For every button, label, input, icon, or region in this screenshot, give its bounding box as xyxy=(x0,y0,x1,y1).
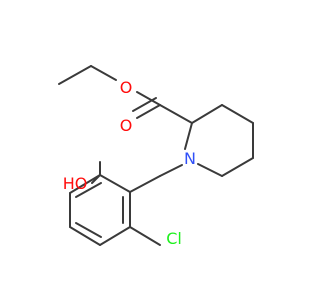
atom-label-ring-nitrogen: N xyxy=(184,149,196,168)
bond-c-cl xyxy=(129,226,161,246)
bond-benzene-1-2 xyxy=(99,174,131,193)
atom-label-hydroxyl: HO xyxy=(63,174,88,193)
bond-carbonyl-double-b xyxy=(132,97,157,112)
bond-ch2-ring xyxy=(129,175,161,193)
atom-label-carbonyl-oxygen: O xyxy=(120,116,133,135)
bond-ring-c6-n xyxy=(197,163,223,177)
bond-benzene-2-3 xyxy=(69,174,101,194)
bond-ring-c3-c4 xyxy=(221,104,254,124)
chemical-structure-diagram: O O N HO Cl xyxy=(58,65,254,248)
bond-ring-c2-c3 xyxy=(191,104,223,124)
atom-label-ester-oxygen: O xyxy=(120,78,133,97)
bond-ring-c5-c6 xyxy=(221,157,254,177)
bond-ethyl-ch3-ch2 xyxy=(58,65,92,85)
bond-benzene-5-6 xyxy=(99,226,131,246)
bond-benzene-4-5 xyxy=(69,226,101,246)
bond-ethyl-ch2-o xyxy=(90,65,117,81)
bond-o-carbonyl-c xyxy=(136,91,161,106)
atom-label-chlorine: Cl xyxy=(166,229,182,248)
bond-ring-n-c2 xyxy=(184,122,193,150)
bond-carbonyl-double-a xyxy=(136,104,161,119)
bond-n-ch2 xyxy=(159,164,183,177)
bond-benzene-4-5-inner xyxy=(75,222,102,238)
bond-oh-link xyxy=(91,174,101,184)
bond-carbonyl-c2 xyxy=(159,104,193,124)
bond-benzene-2-3-inner xyxy=(75,182,102,198)
